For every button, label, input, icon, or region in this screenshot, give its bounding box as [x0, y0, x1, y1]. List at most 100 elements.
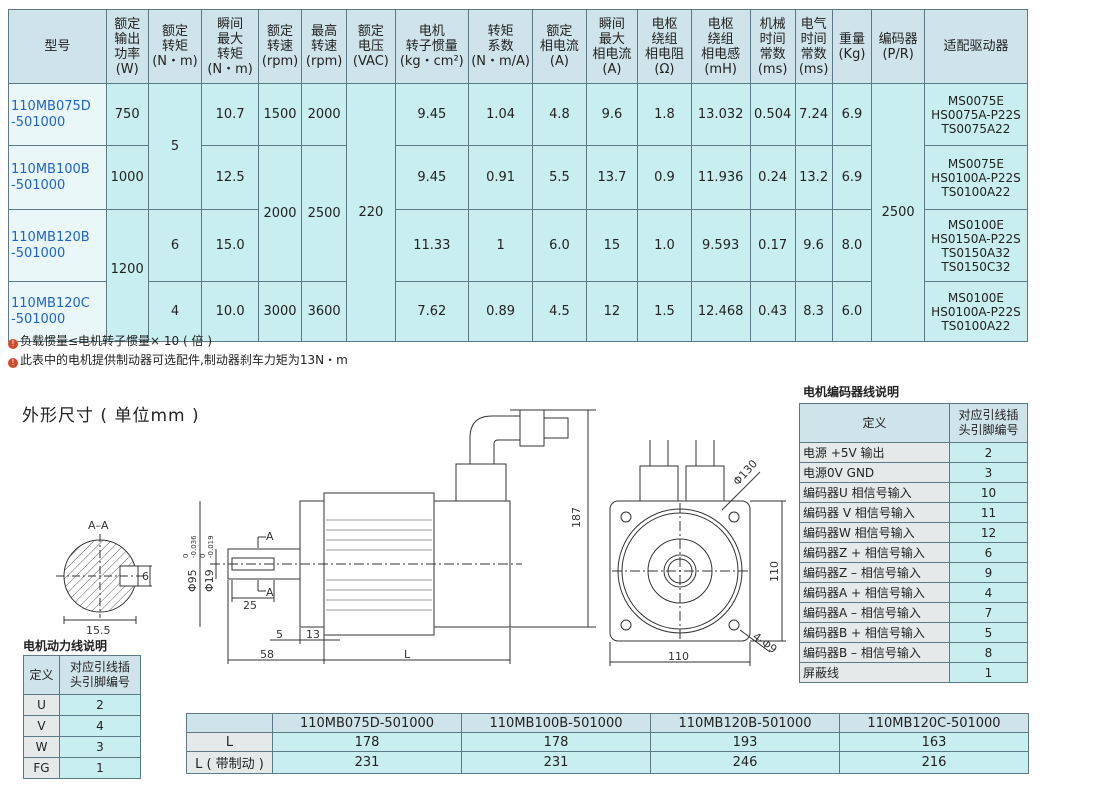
model-header: 110MB075D-501000 — [272, 713, 462, 733]
dim-l: L — [404, 648, 411, 661]
pin-cell: 12 — [949, 522, 1028, 543]
resistance-cell: 0.9 — [637, 145, 692, 210]
header-weight: 重量(Kg) — [831, 9, 873, 84]
dim-frame-height: 110 — [768, 561, 781, 582]
table-row: 110MB100B-501000 1000 12.5 2000 2500 9.4… — [8, 145, 1029, 282]
torque-cell: 6 — [147, 209, 203, 282]
note: !此表中的电机提供制动器可选配件,制动器刹车力矩为13N・m — [8, 351, 348, 370]
elec-tc-cell: 7.24 — [794, 83, 833, 146]
def-cell: FG — [23, 757, 60, 779]
header-speed: 额定转速(rpm) — [257, 9, 303, 84]
torque-coef-cell: 0.89 — [468, 281, 534, 342]
length-cell: 193 — [650, 732, 840, 752]
inertia-cell: 9.45 — [394, 83, 470, 146]
dim-shaft-length: 25 — [243, 599, 257, 612]
inertia-cell: 11.33 — [394, 209, 470, 282]
warning-icon: ! — [8, 339, 18, 349]
pin-cell: 4 — [59, 715, 141, 737]
header-max-speed: 最高转速(rpm) — [301, 9, 348, 84]
header-current: 额定相电流(A) — [532, 9, 587, 84]
weight-cell: 6.0 — [831, 281, 873, 342]
voltage-cell: 220 — [346, 83, 396, 342]
torque-coef-cell: 1.04 — [468, 83, 534, 146]
front-view — [609, 440, 786, 666]
header-torque: 额定转矩(N・m) — [147, 9, 203, 84]
def-cell: 编码器 V 相信号输入 — [799, 502, 950, 523]
peak-torque-cell: 12.5 — [201, 145, 259, 210]
def-cell: 编码器U 相信号输入 — [799, 482, 950, 503]
length-cell: 163 — [839, 732, 1029, 752]
encoder-table-title: 电机编码器线说明 — [803, 385, 900, 399]
pin-cell: 2 — [59, 694, 141, 716]
def-cell: 电源0V GND — [799, 462, 950, 483]
encoder-cell: 2500 — [871, 83, 925, 342]
length-cell: 216 — [839, 751, 1029, 774]
pin-cell: 10 — [949, 482, 1028, 503]
model-cell: 110MB075D-501000 — [8, 83, 107, 146]
dim-key-depth: 15.5 — [86, 624, 111, 637]
dim-58: 58 — [260, 648, 274, 661]
resistance-cell: 1.0 — [637, 209, 692, 282]
pin-cell: 1 — [59, 757, 141, 779]
weight-cell: 8.0 — [831, 209, 873, 282]
dim-shaft-dia: Φ19 — [203, 569, 216, 592]
max-speed-cell: 2000 — [301, 83, 348, 146]
pin-cell: 8 — [949, 642, 1028, 663]
def-cell: 编码器Z – 相信号输入 — [799, 562, 950, 583]
table-row: L ( 带制动 ) 231 231 246 216 — [186, 751, 1029, 774]
dim-bolt-circle: Φ130 — [731, 457, 761, 488]
header-def: 定义 — [23, 655, 60, 695]
dim-height: 187 — [570, 507, 583, 528]
current-cell: 5.5 — [532, 145, 587, 210]
model-header: 110MB100B-501000 — [461, 713, 651, 733]
inductance-cell: 9.593 — [690, 209, 751, 282]
power-cell: 750 — [105, 83, 149, 146]
torque-cell: 4 — [147, 281, 203, 342]
header-pin: 对应引线插头引脚编号 — [59, 655, 141, 695]
row-label: L — [186, 732, 273, 752]
current-cell: 4.8 — [532, 83, 587, 146]
mech-tc-cell: 0.504 — [749, 83, 796, 146]
header-inductance: 电枢绕组相电感(mH) — [690, 9, 751, 84]
dim-key-width: 6 — [142, 570, 149, 583]
header-voltage: 额定电压(VAC) — [346, 9, 396, 84]
model-cell: 110MB120C-501000 — [8, 281, 107, 342]
pin-cell: 5 — [949, 622, 1028, 643]
pin-cell: 3 — [949, 462, 1028, 483]
model-cell: 110MB120B-501000 — [8, 209, 107, 282]
inductance-cell: 11.936 — [690, 145, 751, 210]
header-elec-tc: 电气时间常数(ms) — [794, 9, 833, 84]
speed-cell: 3000 — [257, 281, 303, 342]
elec-tc-cell: 13.2 — [794, 145, 833, 210]
length-table: 110MB075D-501000 110MB100B-501000 110MB1… — [186, 713, 1029, 774]
def-cell: 编码器W 相信号输入 — [799, 522, 950, 543]
length-cell: 231 — [272, 751, 462, 774]
header-driver: 适配驱动器 — [923, 9, 1029, 84]
def-cell: 编码器Z + 相信号输入 — [799, 542, 950, 563]
def-cell: 屏蔽线 — [799, 662, 950, 683]
dim-flange-tol-upper: 0 — [182, 554, 190, 558]
header-peak-current: 瞬间最大相电流(A) — [585, 9, 639, 84]
torque-cell: 5 — [147, 83, 203, 210]
dim-flange-dia: Φ95 — [186, 569, 199, 592]
max-speed-cell: 3600 — [301, 281, 348, 342]
section-mark-top: A — [266, 530, 274, 543]
length-cell: 178 — [461, 732, 651, 752]
peak-current-cell: 15 — [585, 209, 639, 282]
warning-icon: ! — [8, 358, 18, 368]
pin-cell: 9 — [949, 562, 1028, 583]
model-cell: 110MB100B-501000 — [8, 145, 107, 210]
section-label: A–A — [88, 519, 109, 532]
weight-cell: 6.9 — [831, 145, 873, 210]
pin-cell: 7 — [949, 602, 1028, 623]
note: !负载惯量≤电机转子惯量× 10 ( 倍 ) — [8, 332, 348, 351]
